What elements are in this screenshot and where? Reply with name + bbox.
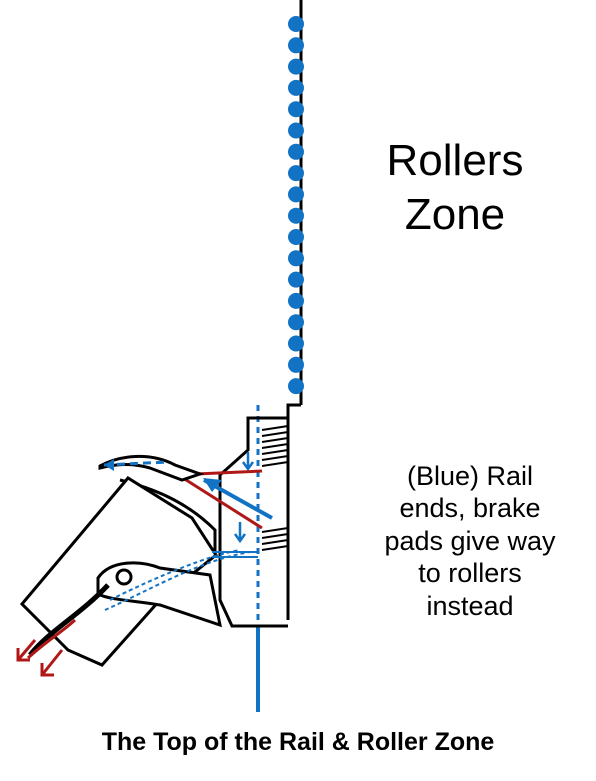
cable xyxy=(28,583,110,657)
upper-arm-arrow-icon xyxy=(104,459,114,471)
rollers-zone-label: Rollers Zone xyxy=(340,134,570,241)
roller-dot xyxy=(288,250,304,267)
note-line: pads give way xyxy=(384,525,556,556)
roller-dot xyxy=(288,186,304,203)
upper-arm-rail xyxy=(103,460,169,467)
roller-dot xyxy=(288,271,304,288)
upper-arm xyxy=(98,455,205,482)
rail-arrow-icon xyxy=(203,478,222,492)
roller-dot xyxy=(288,58,304,75)
rollers xyxy=(288,16,304,395)
roller-dot xyxy=(288,37,304,54)
roller-dot xyxy=(288,165,304,182)
roller-dot xyxy=(288,207,304,224)
guide-lines xyxy=(104,549,258,611)
pivot-icon xyxy=(115,568,133,586)
down-arrow-icon xyxy=(233,452,255,544)
diagram-caption: The Top of the Rail & Roller Zone xyxy=(101,728,495,756)
rail-note: (Blue) Rail ends, brake pads give way to… xyxy=(345,460,595,622)
roller-dot xyxy=(288,314,304,331)
red-arrow-icon xyxy=(16,639,64,677)
roller-dot xyxy=(288,79,304,96)
roller-dot xyxy=(288,16,304,32)
track-step xyxy=(286,403,301,620)
brake-pad-upper xyxy=(261,425,289,467)
roller-dot xyxy=(288,143,304,160)
cable-tip xyxy=(26,618,77,660)
note-line: to rollers xyxy=(418,558,522,589)
roller-dot xyxy=(288,229,304,245)
roller-dot xyxy=(288,356,304,373)
note-line: ends, brake xyxy=(399,493,541,524)
brake-housing xyxy=(218,416,288,628)
note-line: (Blue) Rail xyxy=(406,461,534,491)
roller-dot xyxy=(288,101,304,118)
roller-dot xyxy=(288,378,304,395)
zone-title-line: Rollers xyxy=(386,136,524,185)
brake-lines xyxy=(182,469,263,530)
roller-dot xyxy=(288,292,304,309)
brake-pad-lower xyxy=(261,527,289,551)
zone-title-line: Zone xyxy=(404,189,506,239)
roller-dot xyxy=(288,335,304,352)
roller-dot xyxy=(288,122,304,139)
note-line: instead xyxy=(426,590,514,621)
